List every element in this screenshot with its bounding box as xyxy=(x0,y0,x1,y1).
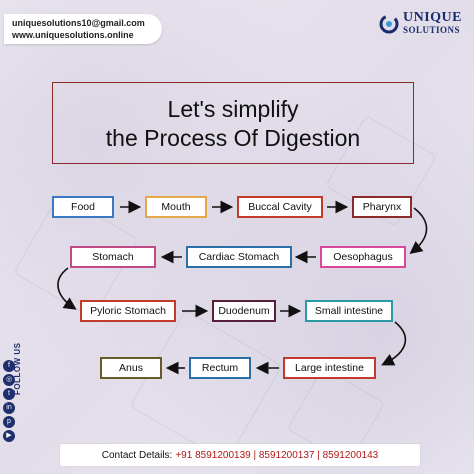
node-anus: Anus xyxy=(100,357,162,379)
logo-swirl-icon xyxy=(379,14,399,34)
facebook-icon[interactable]: f xyxy=(3,360,15,372)
node-stomach: Stomach xyxy=(70,246,156,268)
node-small-intestine: Small intestine xyxy=(305,300,393,322)
contact-label: Contact Details: xyxy=(101,449,173,461)
follow-us-label: FOLLOW US xyxy=(13,342,22,396)
email-text[interactable]: uniquesolutions10@gmail.com xyxy=(12,18,145,28)
node-pyloric-stomach: Pyloric Stomach xyxy=(80,300,176,322)
contact-info-box: uniquesolutions10@gmail.com www.uniqueso… xyxy=(4,14,162,44)
instagram-icon[interactable]: ◎ xyxy=(3,374,15,386)
node-rectum: Rectum xyxy=(189,357,251,379)
arrow-stomach-to-pyloric xyxy=(57,267,77,310)
title-line-2: the Process Of Digestion xyxy=(105,125,361,151)
node-large-intestine: Large intestine xyxy=(283,357,376,379)
title-line-1: Let's simplify xyxy=(167,96,299,122)
node-duodenum: Duodenum xyxy=(212,300,276,322)
node-oesophagus: Oesophagus xyxy=(320,246,406,268)
contact-footer: Contact Details: +91 8591200139 | 859120… xyxy=(60,444,420,466)
node-cardiac-stomach: Cardiac Stomach xyxy=(186,246,292,268)
social-links: f ◎ t in p ▶ xyxy=(0,360,18,444)
brand-logo: UNIQUE SOLUTIONS xyxy=(379,10,462,38)
logo-line-1: UNIQUE xyxy=(402,10,462,25)
node-pharynx: Pharynx xyxy=(352,196,412,218)
node-food: Food xyxy=(52,196,114,218)
website-text[interactable]: www.uniquesolutions.online xyxy=(12,30,134,40)
contact-phone-numbers[interactable]: +91 8591200139 | 8591200137 | 8591200143 xyxy=(175,449,379,461)
arrow-small-to-large-intestine xyxy=(381,321,407,366)
title-frame xyxy=(52,82,414,164)
twitter-icon[interactable]: t xyxy=(3,388,15,400)
logo-line-2: SOLUTIONS xyxy=(402,25,461,35)
arrow-pharynx-to-oesophagus xyxy=(409,207,428,254)
linkedin-icon[interactable]: in xyxy=(3,402,15,414)
pinterest-icon[interactable]: p xyxy=(3,416,15,428)
node-buccal-cavity: Buccal Cavity xyxy=(237,196,323,218)
node-mouth: Mouth xyxy=(145,196,207,218)
page-title: Let's simplify the Process Of Digestion xyxy=(52,95,414,153)
youtube-icon[interactable]: ▶ xyxy=(3,430,15,442)
